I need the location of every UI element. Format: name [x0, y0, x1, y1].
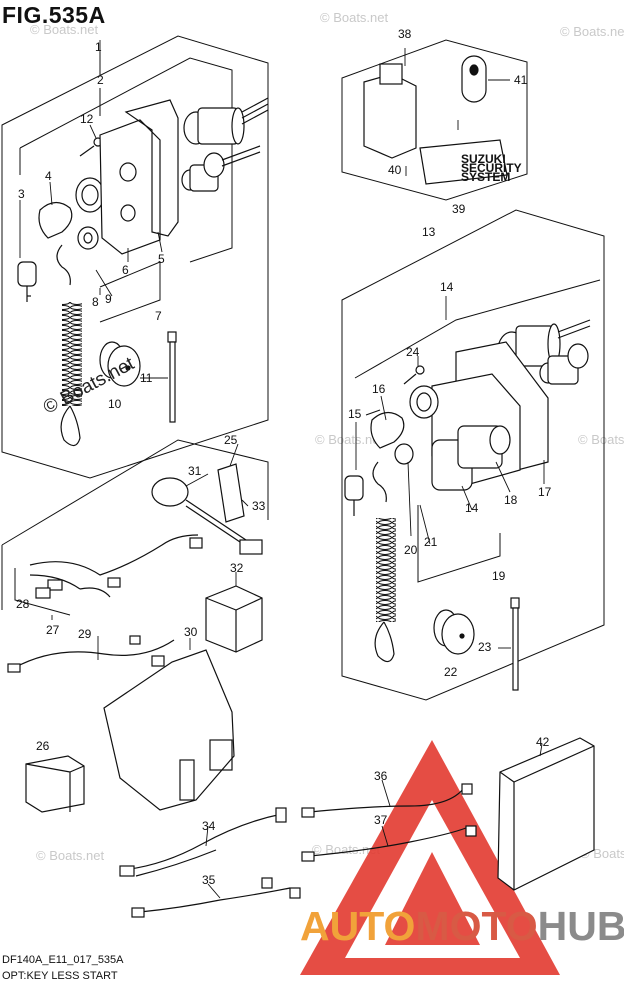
callout-39: 39 [452, 202, 466, 216]
callout-30: 30 [184, 625, 198, 639]
ignition-switch-upper [181, 97, 269, 192]
watermark-5: © Boats.net [578, 432, 624, 447]
callout-4: 4 [45, 169, 52, 183]
key-fob-part-3 [17, 261, 37, 302]
callout-2: 2 [97, 73, 104, 87]
callout-14: 14 [440, 280, 454, 294]
security-tag-part-39 [419, 139, 508, 185]
group-38-frame [341, 39, 528, 201]
callout-37: 37 [374, 813, 388, 827]
callout-27: 27 [46, 623, 60, 637]
callout-24: 24 [406, 345, 420, 359]
brand-part-3: HUB [537, 903, 624, 949]
callout-5: 5 [158, 252, 165, 266]
callout-35: 35 [202, 873, 216, 887]
brand-triangle-logo [300, 740, 560, 975]
callout-31: 31 [188, 464, 202, 478]
callout-25: 25 [224, 433, 238, 447]
figure-subtitle: OPT:KEY LESS START [2, 970, 118, 982]
card-part-33 [217, 463, 245, 523]
callout-12: 12 [80, 112, 94, 126]
leader-lines [19, 40, 545, 899]
callout-3: 3 [18, 187, 25, 201]
switch-part-14 [431, 425, 511, 491]
ring-part [75, 177, 105, 250]
knob-part-4 [38, 201, 73, 239]
lanyard-coil-part-20 [372, 461, 396, 663]
callout-32: 32 [230, 561, 244, 575]
cable-part-29 [7, 635, 175, 673]
brand-part-1: AUTO [300, 903, 416, 949]
security-tag-line-1: SUZUKI [461, 152, 506, 166]
watermark-1: © Boats.net [30, 22, 99, 37]
callout-41: 41 [514, 73, 528, 87]
callout-1: 1 [95, 40, 102, 54]
security-tag-line-2: SECURITY [461, 161, 522, 175]
callout-29: 29 [78, 627, 92, 641]
receiver-box-part-40 [363, 63, 417, 159]
callout-20: 20 [404, 543, 418, 557]
plate-part-6 [99, 119, 161, 255]
watermark-3: © Boats.net [560, 24, 624, 39]
lanyard-coil-part-8 [56, 244, 82, 447]
callout-22: 22 [444, 665, 458, 679]
callout-19: 19 [492, 569, 506, 583]
cable-part-35 [131, 877, 301, 918]
callout-16: 16 [372, 382, 386, 396]
callout-15: 15 [348, 407, 362, 421]
callout-9: 9 [105, 292, 112, 306]
callout-40: 40 [388, 163, 402, 177]
cable-part-34 [119, 807, 287, 877]
callout-23: 23 [478, 640, 492, 654]
callout-21: 21 [424, 535, 438, 549]
cable-part-37 [301, 825, 477, 862]
figure-code: DF140A_E11_017_535A [2, 954, 124, 966]
callout-38: 38 [398, 27, 412, 41]
group-27-frame [1, 439, 269, 616]
callout-33: 33 [252, 499, 266, 513]
security-tag-line-3: SYSTEM [461, 170, 510, 184]
callout-28: 28 [16, 597, 30, 611]
key-fob-part-41 [461, 55, 487, 103]
callout-26: 26 [36, 739, 50, 753]
cable-tie-part-11 [167, 331, 177, 423]
callout-7: 7 [155, 309, 162, 323]
callout-36: 36 [374, 769, 388, 783]
box-part-26 [25, 755, 85, 813]
callout-11: 11 [140, 371, 153, 385]
bracket-part-30 [103, 649, 235, 811]
callout-6: 6 [122, 263, 129, 277]
callout-10: 10 [108, 397, 122, 411]
group-1-frame [1, 35, 269, 479]
group-13-frame [341, 209, 605, 701]
callout-17: 17 [538, 485, 552, 499]
callout-34: 34 [202, 819, 216, 833]
callout-14-lower: 14 [465, 501, 479, 515]
knob-part-16 [370, 385, 439, 465]
watermark-6: © Boats.net [36, 848, 105, 863]
harness-part-28 [29, 534, 203, 599]
callout-42: 42 [536, 735, 550, 749]
receiver-part-10 [99, 341, 141, 387]
watermark-4: © Boats.net [315, 432, 384, 447]
cable-tie-part-23 [510, 597, 520, 691]
harness-part-31 [151, 477, 263, 555]
receiver-part-22 [433, 609, 475, 655]
brand-part-2: MOTO [415, 903, 538, 949]
cable-part-36 [301, 783, 473, 818]
watermark-7: © Boats.net [312, 842, 381, 857]
brand-logo-text: AUTOMOTOHUB [300, 903, 624, 950]
watermark-2: © Boats.net [320, 10, 389, 25]
callout-8: 8 [92, 295, 99, 309]
screw-part-24 [403, 365, 425, 385]
callout-18: 18 [504, 493, 518, 507]
screw-part-12 [79, 137, 103, 157]
gasket-part-5 [124, 99, 179, 237]
relay-part-32 [205, 585, 263, 653]
module-part-42 [497, 737, 595, 891]
callout-13: 13 [422, 225, 436, 239]
figure-title: FIG.535A [2, 2, 106, 28]
key-part-15 [344, 475, 364, 516]
